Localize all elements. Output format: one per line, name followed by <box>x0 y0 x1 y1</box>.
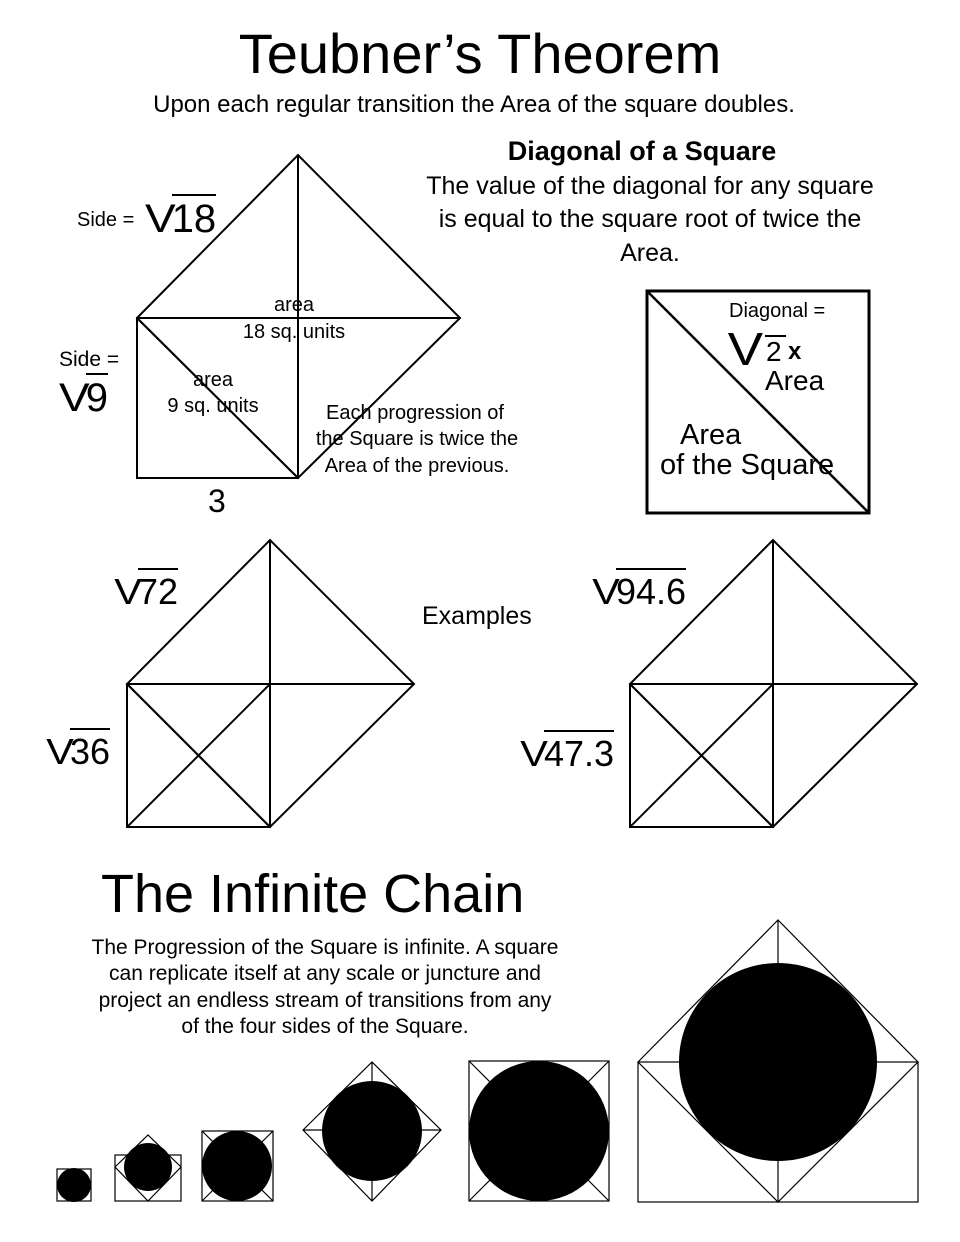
chain-item-2 <box>114 1134 182 1202</box>
example-right-top-root: V94.6 <box>592 568 687 612</box>
diagonal-desc-line2: is equal to the square root of twice the <box>438 205 862 233</box>
example-left-top-root: V72 <box>114 568 179 612</box>
side-root-big-value: 18 <box>171 194 217 241</box>
example-right-bottom-value: 47.3 <box>544 730 615 774</box>
diagonal-desc-line3: Area. <box>620 239 680 267</box>
example-left-bottom-root: V36 <box>46 728 111 772</box>
examples-label: Examples <box>422 602 532 630</box>
base-label: 3 <box>208 483 226 519</box>
example-left-diagram <box>125 538 416 829</box>
progression-note-line3: Area of the previous. <box>324 455 510 477</box>
example-right-top-value: 94.6 <box>616 568 687 612</box>
chain-item-1 <box>56 1168 92 1202</box>
area-big-label: area <box>273 294 315 316</box>
chain-circle <box>57 1168 91 1202</box>
progression-note-line2: the Square is twice the <box>315 428 519 450</box>
chain-item-3 <box>201 1130 274 1202</box>
diagonal-box-square <box>645 289 871 515</box>
example-left-top-value: 72 <box>138 568 179 612</box>
chain-circle <box>202 1131 272 1201</box>
infinite-desc-line3: project an endless stream of transitions… <box>98 989 552 1012</box>
side-label-big: Side = <box>77 209 135 231</box>
main-figure-diagram <box>135 153 462 480</box>
example-right-bottom-root: V47.3 <box>520 730 615 774</box>
diagonal-times: x <box>788 338 802 365</box>
chain-item-6 <box>637 919 919 1203</box>
side-root-small: V9 <box>59 373 108 420</box>
example-left-bottom-value: 36 <box>70 728 111 772</box>
side-root-small-value: 9 <box>85 373 108 420</box>
diagonal-box-diagram <box>645 289 871 515</box>
infinite-desc-line1: The Progression of the Square is infinit… <box>91 936 559 959</box>
area-of-square-line2: of the Square <box>660 449 835 481</box>
chain-circle <box>469 1061 609 1201</box>
diagonal-two: 2 <box>765 335 786 366</box>
page-subtitle: Upon each regular transition the Area of… <box>153 91 795 118</box>
infinite-chain-title: The Infinite Chain <box>101 864 525 924</box>
area-big-value: 18 sq. units <box>242 321 346 343</box>
side-root-big: V18 <box>145 194 217 241</box>
diagonal-area: Area <box>765 365 825 396</box>
progression-note-line1: Each progression of <box>326 402 504 424</box>
chain-item-4 <box>302 1061 442 1202</box>
chain-circle <box>124 1143 172 1191</box>
infinite-desc-line4: of the four sides of the Square. <box>181 1015 469 1038</box>
side-label-small: Side = <box>59 348 120 371</box>
diagonal-box-diagonal <box>646 290 870 514</box>
area-of-square-line1: Area <box>680 419 742 451</box>
page-title: Teubner’s Theorem <box>238 22 722 85</box>
infinite-desc-line2: can replicate itself at any scale or jun… <box>109 962 541 985</box>
chain-item-5 <box>468 1060 610 1202</box>
diagonal-label: Diagonal = <box>729 300 826 322</box>
diagonal-heading: Diagonal of a Square <box>507 136 777 166</box>
diagonal-desc-line1: The value of the diagonal for any square <box>426 172 874 200</box>
chain-circle <box>322 1081 422 1181</box>
example-right-diagram <box>628 538 919 829</box>
area-small-label: area <box>192 369 234 391</box>
area-small-value: 9 sq. units <box>167 395 259 417</box>
chain-circle <box>679 963 877 1161</box>
sqrt-sign: V <box>727 323 763 375</box>
